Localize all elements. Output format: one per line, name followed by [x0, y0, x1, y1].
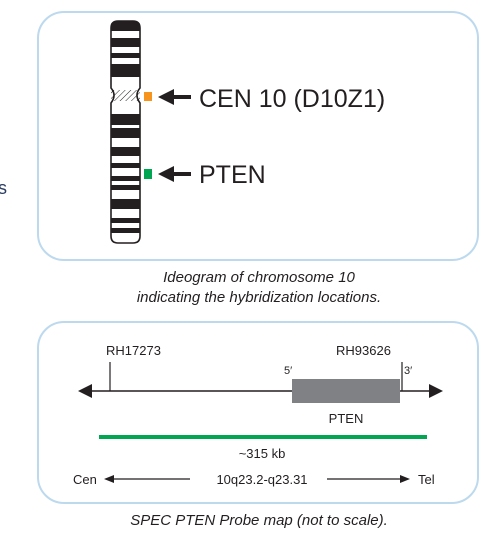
chromosome-band [111, 21, 140, 31]
chromosome-band [111, 128, 140, 138]
probe-size-label: ~315 kb [239, 446, 286, 461]
centromere-hatch [111, 90, 140, 101]
probe-map-panel-frame [37, 321, 479, 504]
right-arrowhead-icon [429, 384, 443, 398]
cen10-label: CEN 10 (D10Z1) [199, 85, 385, 113]
cen-label: Cen [73, 472, 97, 487]
chromosome-band [111, 199, 140, 209]
chromosome-band [111, 53, 140, 58]
chromosome-band [111, 38, 140, 47]
stray-glyph: s [0, 178, 7, 198]
pten-signal-label: PTEN [199, 161, 266, 189]
chromosome-band [111, 185, 140, 190]
three-prime-label: 3′ [404, 365, 412, 377]
band-label: 10q23.2-q23.31 [216, 472, 307, 487]
gene-label: PTEN [329, 411, 364, 426]
five-prime-label: 5′ [284, 365, 292, 377]
tel-direction-arrow-icon [327, 475, 410, 483]
ideogram-caption-line2: indicating the hybridization locations. [137, 289, 381, 306]
chromosome-band [111, 64, 140, 77]
chromosome-band [111, 147, 140, 156]
marker-label-rh17273: RH17273 [106, 343, 161, 358]
chromosome-band [111, 228, 140, 233]
chromosome-band [111, 114, 140, 125]
cen10-arrow-icon [158, 89, 191, 105]
chromosome-band [111, 176, 140, 181]
cen10-signal-marker [144, 92, 152, 101]
probe-coverage-bar [99, 435, 427, 439]
chromosome-band [111, 218, 140, 223]
tel-label: Tel [418, 472, 435, 487]
chromosome-10-ideogram [110, 20, 141, 244]
ideogram-caption-line1: Ideogram of chromosome 10 [163, 269, 355, 286]
probe-map-caption: SPEC PTEN Probe map (not to scale). [130, 512, 388, 529]
ideogram-panel-frame [37, 11, 479, 261]
pten-arrow-icon [158, 166, 191, 182]
left-arrowhead-icon [78, 384, 92, 398]
cen-direction-arrow-icon [104, 475, 190, 483]
marker-label-rh93626: RH93626 [336, 343, 391, 358]
chromosome-band [111, 163, 140, 168]
pten-gene-box [292, 379, 400, 403]
pten-signal-marker [144, 169, 152, 179]
